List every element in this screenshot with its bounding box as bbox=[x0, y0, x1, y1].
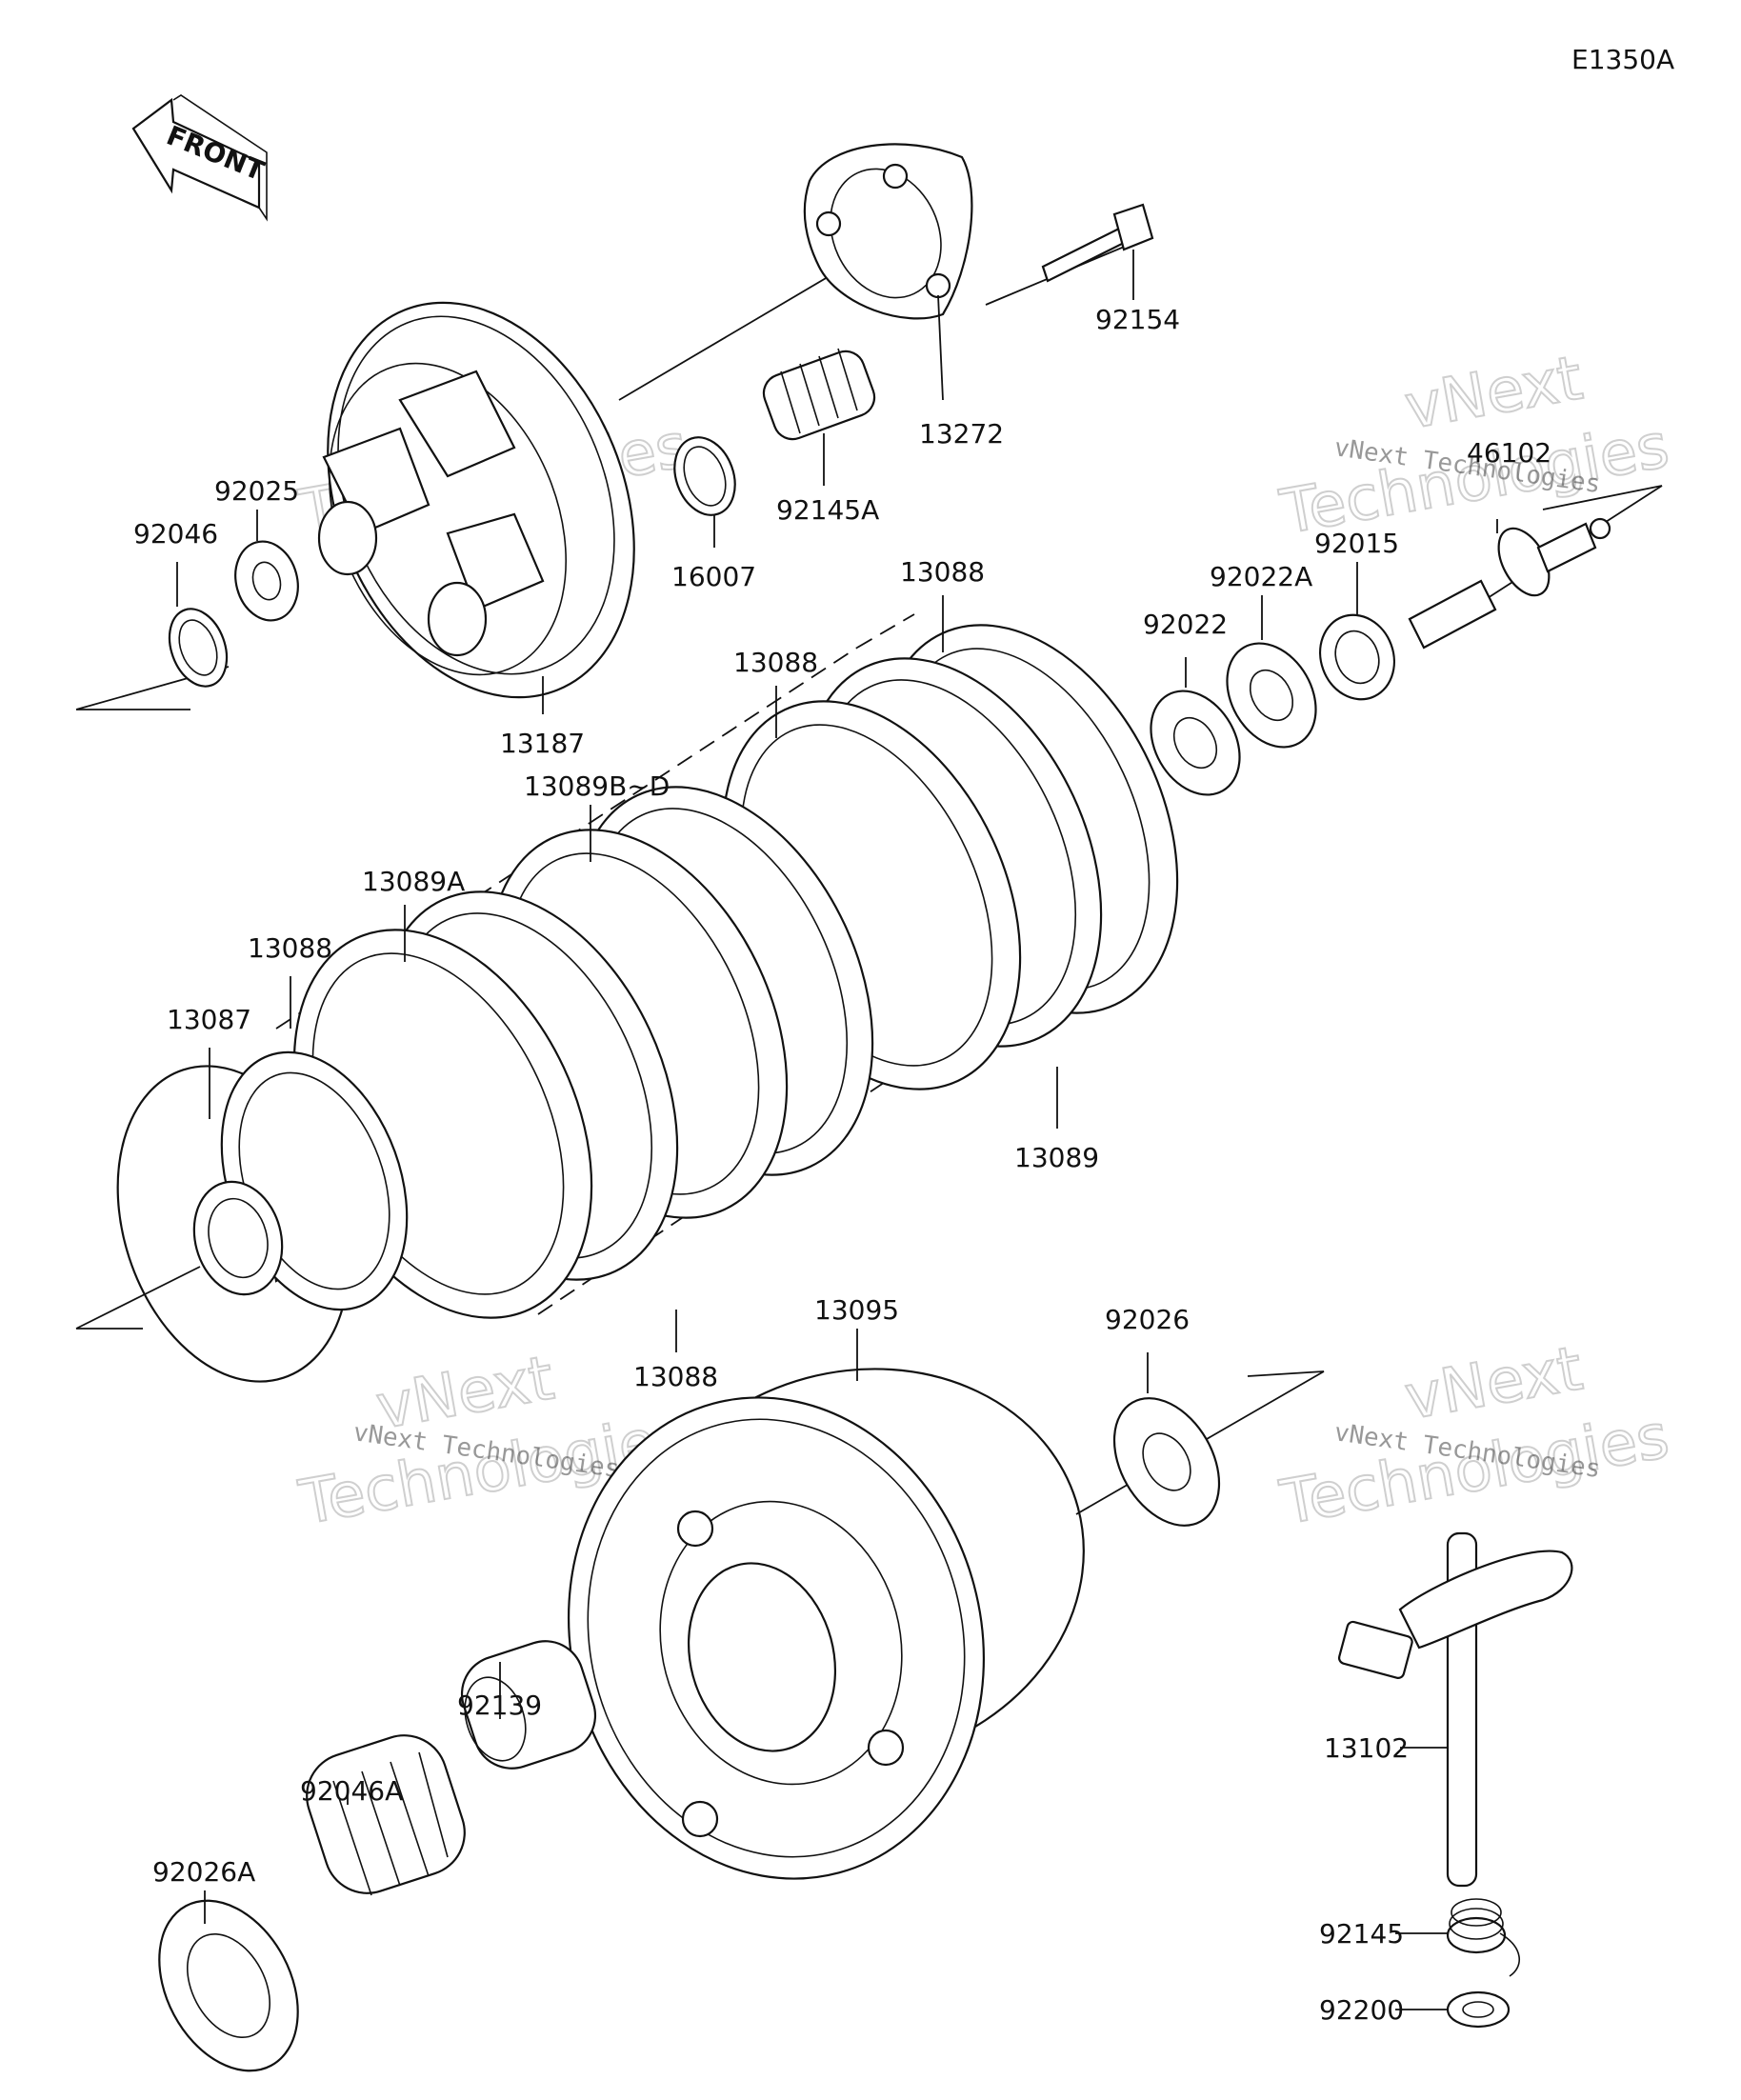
washer-92022A bbox=[1226, 642, 1317, 749]
part-label-92139: 92139 bbox=[457, 1690, 542, 1721]
part-label-13089BD: 13089B~D bbox=[524, 770, 670, 802]
part-label-13095: 13095 bbox=[814, 1294, 899, 1326]
part-label-92145A: 92145A bbox=[776, 494, 879, 526]
clutch-housing-13095 bbox=[567, 1368, 1085, 1880]
front-arrow-icon: FRONT bbox=[131, 94, 269, 222]
part-label-92015: 92015 bbox=[1314, 528, 1399, 559]
part-label-92022: 92022 bbox=[1143, 609, 1228, 640]
clutch-spring bbox=[762, 348, 876, 441]
part-label-46102: 46102 bbox=[1467, 437, 1551, 469]
part-label-92145: 92145 bbox=[1319, 1918, 1404, 1950]
diagram-code: E1350A bbox=[1571, 44, 1674, 75]
part-label-92022A: 92022A bbox=[1210, 561, 1312, 592]
clutch-hub-13087 bbox=[116, 1050, 409, 1383]
part-label-13272: 13272 bbox=[919, 418, 1004, 450]
washer-92025 bbox=[234, 540, 299, 622]
part-label-13088-c: 13088 bbox=[248, 932, 332, 964]
part-label-92026A: 92026A bbox=[152, 1856, 255, 1888]
part-label-13187: 13187 bbox=[500, 728, 585, 759]
part-label-13102: 13102 bbox=[1324, 1732, 1409, 1764]
needle-bearing-92046 bbox=[168, 608, 229, 688]
thrust-washer-92026A bbox=[158, 1899, 299, 2072]
part-label-13088-a: 13088 bbox=[900, 556, 985, 588]
collar-92139 bbox=[460, 1640, 597, 1770]
part-label-13089: 13089 bbox=[1014, 1142, 1099, 1173]
part-label-16007: 16007 bbox=[671, 561, 756, 592]
part-label-92025: 92025 bbox=[214, 475, 299, 507]
washer-92200 bbox=[1446, 1990, 1511, 2029]
part-label-92154: 92154 bbox=[1095, 304, 1180, 335]
return-spring-92145 bbox=[1446, 1898, 1521, 1977]
pushrod-46102 bbox=[1408, 517, 1611, 650]
release-shaft-13102 bbox=[1337, 1531, 1573, 1888]
snap-ring bbox=[673, 436, 736, 516]
part-label-13088-b: 13088 bbox=[733, 647, 818, 678]
part-label-13087: 13087 bbox=[167, 1004, 251, 1035]
nut-92015 bbox=[1319, 613, 1395, 701]
part-label-13089A: 13089A bbox=[362, 866, 465, 897]
part-label-92200: 92200 bbox=[1319, 1994, 1404, 2026]
pressure-plate-cover bbox=[803, 143, 973, 320]
washer-92022 bbox=[1150, 690, 1241, 796]
part-label-13088-d: 13088 bbox=[633, 1361, 718, 1392]
thrust-washer-92026 bbox=[1112, 1397, 1221, 1527]
needle-bearing-92046A bbox=[306, 1734, 466, 1896]
part-label-92046: 92046 bbox=[133, 518, 218, 550]
part-label-92046A: 92046A bbox=[300, 1775, 403, 1807]
part-label-92026: 92026 bbox=[1105, 1304, 1190, 1335]
operating-plate bbox=[317, 301, 635, 699]
bolt bbox=[1041, 203, 1154, 283]
